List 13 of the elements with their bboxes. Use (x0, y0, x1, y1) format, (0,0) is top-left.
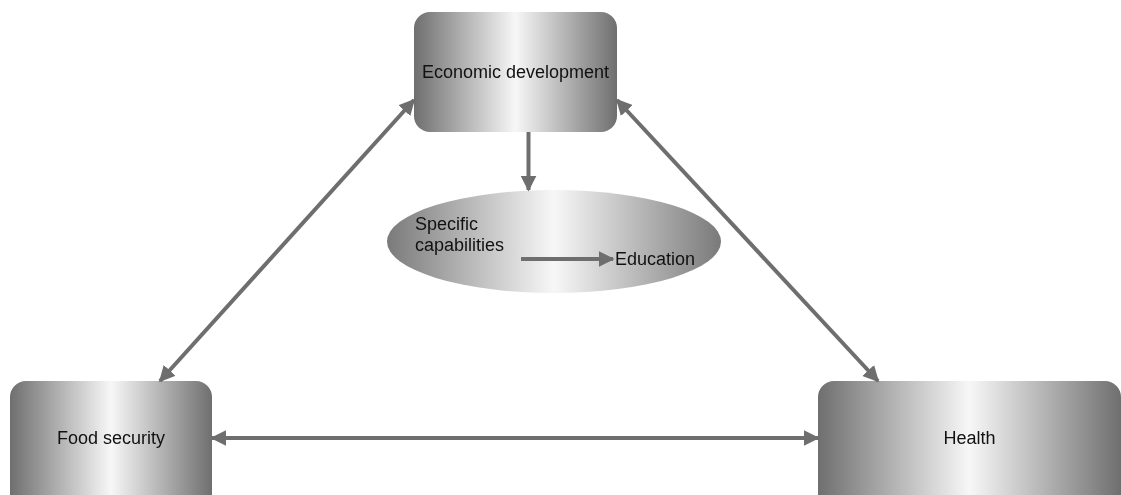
arrow (520, 132, 537, 192)
arrow (210, 430, 820, 446)
process-box (10, 381, 212, 495)
process-box (414, 12, 617, 132)
process-box (818, 381, 1121, 495)
node-label: Food security (56, 427, 165, 449)
node-label: Economic development (421, 61, 610, 83)
node-label: Health (943, 427, 996, 449)
arrow (615, 98, 880, 383)
node-text: Specific capabilities (415, 210, 519, 260)
arrow (158, 98, 416, 383)
node-text: Education (615, 246, 701, 272)
arrow (521, 251, 615, 267)
